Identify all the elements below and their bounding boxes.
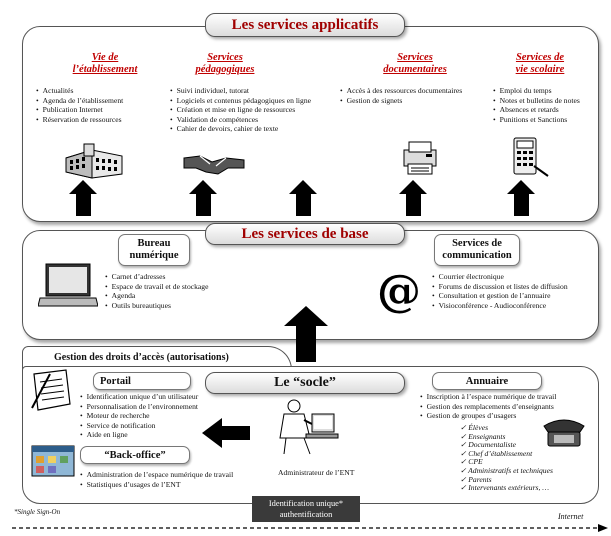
school-building-icon bbox=[65, 143, 123, 179]
calculator-icon bbox=[513, 137, 549, 177]
list-item: Agenda bbox=[105, 291, 265, 301]
access-rights-label: Gestion des droits d’accès (autorisation… bbox=[54, 352, 229, 363]
annuaire-list: Inscription à l’espace numérique de trav… bbox=[420, 392, 600, 421]
list-item: Gestion de groupes d’usagers bbox=[420, 411, 600, 421]
socle-title: Le “socle” bbox=[205, 372, 405, 394]
administrator-icon bbox=[279, 399, 339, 455]
administrator-label: Administrateur de l’ENT bbox=[278, 468, 355, 477]
big-up-arrow bbox=[284, 306, 328, 362]
list-item: Moteur de recherche bbox=[80, 411, 280, 421]
list-item: Carnet d’adresses bbox=[105, 272, 265, 282]
internet-dashed-line bbox=[12, 524, 608, 532]
list-item: Service de notification bbox=[80, 421, 280, 431]
list-item: Forums de discussion et listes de diffus… bbox=[432, 282, 602, 292]
list-item: Actualités bbox=[36, 86, 176, 96]
list-item: ✓ Élèves bbox=[460, 423, 489, 432]
list-item: Réservation de ressources bbox=[36, 115, 176, 125]
backoffice-list: Administration de l’espace numérique de … bbox=[80, 470, 270, 489]
laptop-icon bbox=[38, 263, 98, 307]
window-icon bbox=[31, 445, 75, 477]
services-pedagogiques-list: Suivi individuel, tutorat Logiciels et c… bbox=[170, 86, 345, 134]
list-item: Courrier électronique bbox=[432, 272, 602, 282]
up-arrow-5 bbox=[505, 180, 537, 216]
list-item: Publication Internet bbox=[36, 105, 176, 115]
up-arrow-2 bbox=[187, 180, 219, 216]
identification-line1: Identification unique* bbox=[268, 499, 344, 508]
notepad-icon bbox=[31, 369, 71, 411]
list-item: Notes et bulletins de notes bbox=[493, 96, 598, 106]
bureau-numerique-list: Carnet d’adresses Espace de travail et d… bbox=[105, 272, 265, 310]
list-item: Gestion de signets bbox=[340, 96, 490, 106]
annuaire-header: Annuaire bbox=[432, 372, 542, 390]
list-item: ✓ Administratifs et techniques bbox=[460, 465, 553, 475]
list-item: ✓ Chef d’établissement bbox=[460, 448, 533, 458]
services-documentaires-list: Accès à des ressources documentaires Ges… bbox=[340, 86, 490, 105]
list-item: ✓ Intervenants extérieurs, … bbox=[460, 483, 550, 493]
identification-line2: authentification bbox=[279, 510, 333, 519]
left-arrow bbox=[202, 418, 250, 448]
list-item: Administration de l’espace numérique de … bbox=[80, 470, 270, 480]
list-item: ✓ Parents bbox=[460, 474, 492, 484]
communication-list: Courrier électronique Forums de discussi… bbox=[432, 272, 602, 310]
backoffice-header: “Back-office” bbox=[80, 446, 190, 464]
phone-icon bbox=[543, 419, 585, 447]
list-item: Logiciels et contenus pédagogiques en li… bbox=[170, 96, 345, 106]
identification-box: Identification unique* authentification bbox=[252, 496, 360, 522]
portail-list: Identification unique d’un utilisateur P… bbox=[80, 392, 280, 440]
internet-label: Internet bbox=[558, 512, 584, 521]
footnote: *Single Sign-On bbox=[14, 508, 61, 516]
vie-etablissement-list: Actualités Agenda de l’établissement Pub… bbox=[36, 86, 176, 124]
list-item: Cahier de devoirs, cahier de texte bbox=[170, 124, 345, 134]
list-item: Gestion des remplacements d’enseignants bbox=[420, 402, 600, 412]
up-arrow-1 bbox=[67, 180, 99, 216]
handshake-icon bbox=[183, 155, 245, 175]
list-item: Absences et retards bbox=[493, 105, 598, 115]
up-arrow-4 bbox=[397, 180, 429, 216]
base-title: Les services de base bbox=[205, 223, 405, 245]
list-item: Outils bureautiques bbox=[105, 301, 265, 311]
list-item: Aide en ligne bbox=[80, 430, 280, 440]
list-item: Personnalisation de l’environnement bbox=[80, 402, 280, 412]
list-item: Agenda de l’établissement bbox=[36, 96, 176, 106]
svg-text:@: @ bbox=[377, 268, 421, 314]
at-sign-icon: @ bbox=[377, 268, 421, 314]
list-item: Suivi individuel, tutorat bbox=[170, 86, 345, 96]
list-item: ✓ Enseignants bbox=[460, 431, 506, 441]
up-arrow-3 bbox=[287, 180, 319, 216]
list-item: Consultation et gestion de l’annuaire bbox=[432, 291, 602, 301]
list-item: Visioconférence - Audioconférence bbox=[432, 301, 602, 311]
printer-icon bbox=[403, 141, 437, 175]
applicatifs-title: Les services applicatifs bbox=[205, 13, 405, 37]
list-item: Espace de travail et de stockage bbox=[105, 282, 265, 292]
list-item: Validation de compétences bbox=[170, 115, 345, 125]
list-item: ✓ CPE bbox=[460, 457, 483, 467]
list-item: Accès à des ressources documentaires bbox=[340, 86, 490, 96]
list-item: Emploi du temps bbox=[493, 86, 598, 96]
portail-header: Portail bbox=[93, 372, 191, 390]
vie-scolaire-list: Emploi du temps Notes et bulletins de no… bbox=[493, 86, 598, 124]
list-item: ✓ Documentaliste bbox=[460, 440, 516, 450]
list-item: Statistiques d’usages de l’ENT bbox=[80, 480, 270, 490]
list-item: Identification unique d’un utilisateur bbox=[80, 392, 280, 402]
list-item: Inscription à l’espace numérique de trav… bbox=[420, 392, 600, 402]
annuaire-check-list: ✓ Élèves ✓ Enseignants ✓ Documentaliste … bbox=[460, 423, 600, 493]
list-item: Punitions et Sanctions bbox=[493, 115, 598, 125]
list-item: Création et mise en ligne de ressources bbox=[170, 105, 345, 115]
